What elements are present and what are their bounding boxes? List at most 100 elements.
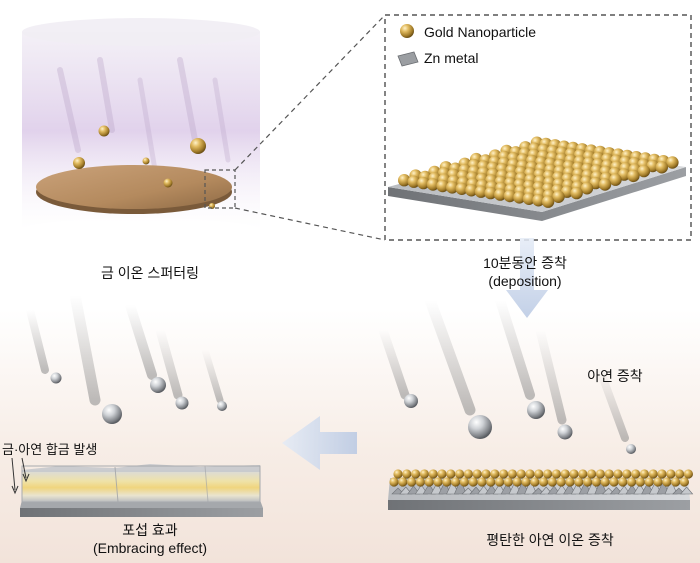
- nanoparticle-icon: [609, 477, 619, 487]
- gold-nanoparticle-layer: [389, 469, 694, 487]
- zinc-particle-icon: [217, 401, 227, 411]
- zinc-particle-icon: [557, 424, 573, 440]
- nanoparticle-icon: [419, 469, 429, 479]
- zinc-crystal-icon: [453, 479, 467, 495]
- nanoparticle-icon: [627, 477, 637, 487]
- nanoparticle-icon: [428, 469, 438, 479]
- nanoparticle-icon: [437, 469, 447, 479]
- nanoparticle-icon: [578, 469, 588, 479]
- nanoparticle-icon: [560, 469, 570, 479]
- nanoparticle-icon: [477, 477, 487, 487]
- nanoparticle-icon: [436, 179, 449, 193]
- zinc-particle-icon: [404, 394, 418, 408]
- nanoparticle-icon: [666, 469, 676, 479]
- nanoparticle-icon: [534, 469, 544, 479]
- nanoparticle-icon: [402, 469, 412, 479]
- zinc-crystal-layer: [391, 479, 694, 495]
- nanoparticle-icon: [552, 190, 565, 203]
- nanoparticle-icon: [679, 477, 690, 487]
- nanoparticle-icon: [468, 477, 478, 487]
- embracing-effect-stage: [11, 289, 263, 517]
- nanoparticle-icon: [503, 189, 516, 203]
- nanoparticle-icon: [415, 477, 425, 487]
- nanoparticle-icon: [556, 477, 566, 487]
- embracing-effect-sublabel: (Embracing effect): [92, 540, 208, 556]
- gold-particle-icon: [73, 157, 85, 169]
- nanoparticle-icon: [407, 477, 417, 487]
- nanoparticle-icon: [525, 469, 535, 479]
- nanoparticle-icon: [613, 469, 623, 479]
- nanoparticle-icon: [490, 469, 500, 479]
- nanoparticle-icon: [648, 469, 658, 479]
- nanoparticle-icon: [565, 477, 575, 487]
- gold-nanoparticle-layer: [398, 136, 679, 208]
- alloy-formation-label: 금·아연 합금 발생: [2, 442, 98, 457]
- nanoparticle-icon: [539, 477, 549, 487]
- annotation-pointer: [21, 457, 27, 479]
- nanoparticle-icon: [472, 469, 482, 479]
- nanoparticle-icon: [486, 477, 496, 487]
- gold-particle-icon: [142, 157, 150, 165]
- nanoparticle-icon: [495, 477, 505, 487]
- nanoparticle-icon: [451, 477, 461, 487]
- nanoparticle-icon: [627, 169, 640, 183]
- step-deposition-sublabel: (deposition): [488, 273, 562, 289]
- nanoparticle-icon: [424, 477, 434, 487]
- nanoparticle-icon: [522, 192, 536, 205]
- nanoparticle-icon: [595, 469, 606, 479]
- step-zinc-deposition-label: 아연 증착: [587, 368, 643, 384]
- nanoparticle-icon: [389, 477, 399, 487]
- nanoparticle-icon: [543, 469, 553, 479]
- nanoparticle-icon: [494, 188, 507, 201]
- nanoparticle-icon: [591, 477, 602, 487]
- zinc-particle-icon: [50, 372, 62, 384]
- nanoparticle-icon: [407, 175, 420, 188]
- nanoparticle-icon: [516, 469, 526, 479]
- zoom-source-box: [204, 169, 236, 209]
- step-deposition-label: 10분동안 증착: [483, 255, 567, 271]
- nanoparticle-icon: [583, 477, 593, 487]
- gold-particle-icon: [163, 178, 173, 188]
- legend-zn-label: Zn metal: [424, 50, 479, 66]
- nanoparticle-icon: [580, 182, 594, 195]
- nanoparticle-icon: [635, 477, 646, 487]
- nanoparticle-icon: [609, 173, 622, 186]
- nanoparticle-icon: [600, 477, 610, 487]
- nanoparticle-icon: [393, 469, 403, 479]
- step-sputtering-label: 금 이온 스퍼터링: [101, 265, 199, 281]
- nanoparticle-icon: [675, 469, 685, 479]
- nanoparticle-icon: [474, 185, 488, 198]
- nanoparticle-icon: [657, 469, 667, 479]
- magnified-inset: [384, 14, 692, 241]
- nanoparticle-icon: [463, 469, 473, 479]
- nanoparticle-icon: [618, 477, 628, 487]
- nanoparticle-icon: [446, 469, 456, 479]
- zinc-particle-icon: [175, 396, 189, 410]
- nanoparticle-icon: [570, 186, 583, 200]
- nanoparticle-icon: [530, 477, 540, 487]
- zinc-crystal-icon: [594, 479, 608, 495]
- nanoparticle-icon: [455, 469, 465, 479]
- nanoparticle-icon: [622, 469, 632, 479]
- nanoparticle-icon: [481, 469, 491, 479]
- nanoparticle-icon: [662, 477, 672, 487]
- left-arrow: [282, 416, 357, 470]
- nanoparticle-icon: [569, 469, 579, 479]
- nanoparticle-icon: [411, 469, 421, 479]
- nanoparticle-icon: [598, 178, 612, 191]
- zinc-deposition-stage: [378, 294, 694, 510]
- nanoparticle-icon: [512, 477, 522, 487]
- nanoparticle-icon: [547, 477, 558, 487]
- nanoparticle-icon: [631, 469, 641, 479]
- nanoparticle-icon: [683, 469, 694, 479]
- gold-particle-icon: [190, 138, 206, 154]
- embracing-effect-label: 포섭 효과: [122, 522, 178, 538]
- zoom-line-bottom: [234, 207, 386, 241]
- zinc-particle-icon: [468, 415, 492, 439]
- nanoparticle-icon: [637, 164, 651, 178]
- nanoparticle-icon: [442, 477, 452, 487]
- zinc-particle-icon: [626, 444, 636, 454]
- nanoparticle-icon: [465, 184, 478, 197]
- gold-particle-icon: [98, 125, 110, 137]
